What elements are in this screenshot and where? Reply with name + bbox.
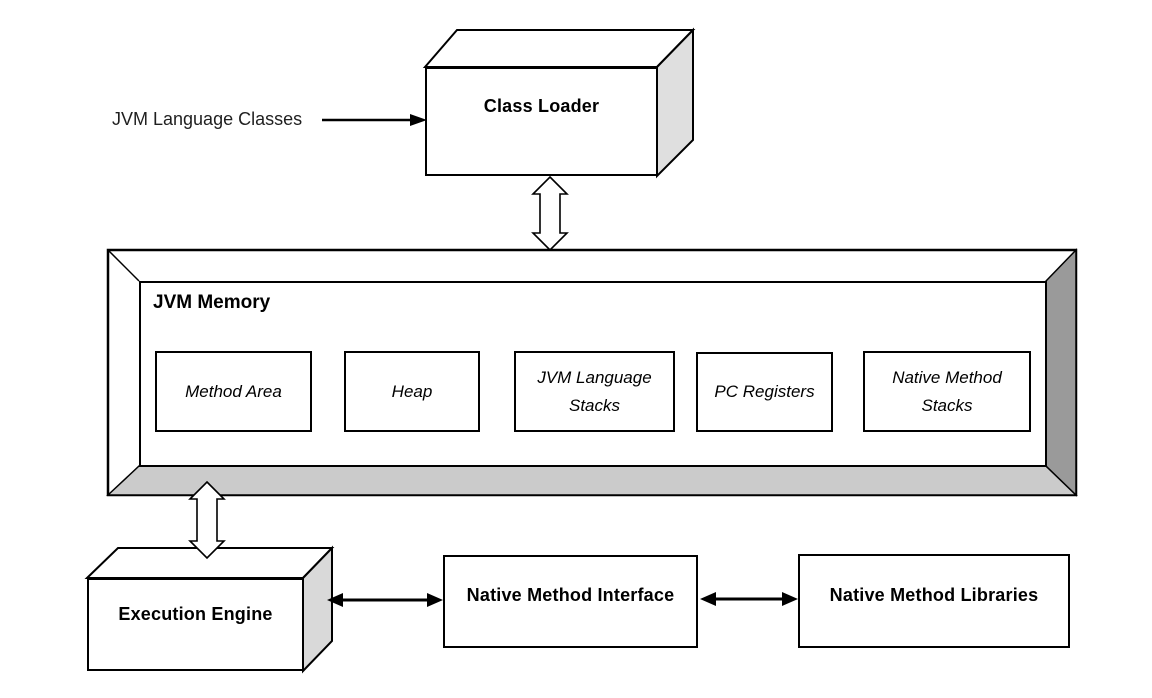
heap-label: Heap [391, 381, 433, 401]
execution-engine-box: Execution Engine [87, 578, 304, 671]
jvm-memory-frame-topleft-diagonal [107, 249, 140, 282]
class-loader-box: Class Loader [425, 67, 658, 176]
native-method-stacks-label: Native Method Stacks [892, 367, 1002, 415]
method-area-label: Method Area [185, 381, 282, 401]
jvm-language-stacks-box: JVM Language Stacks [514, 351, 675, 432]
pc-registers-label: PC Registers [714, 382, 815, 401]
native-method-interface-box: Native Method Interface [443, 555, 698, 648]
heap-box: Heap [344, 351, 480, 432]
jvm-language-classes-label: JVM Language Classes [112, 109, 303, 129]
jvm-language-stacks-label: JVM Language Stacks [537, 367, 652, 415]
jvm-memory-frame-right-strip [1045, 248, 1077, 497]
class-loader-top-face [422, 29, 696, 68]
method-area-box: Method Area [155, 351, 312, 432]
hollow-arrow-memory-engine [188, 480, 226, 560]
native-method-interface-label: Native Method Interface [466, 585, 675, 605]
arrow-engine-nmi-lefthead [327, 593, 343, 607]
arrow-nmi-nml-righthead [782, 592, 798, 606]
native-method-stacks-box: Native Method Stacks [863, 351, 1031, 432]
jvm-memory-frame-bottom-strip [106, 465, 1078, 496]
arrow-engine-nmi-righthead [427, 593, 443, 607]
hollow-arrow-classloader-memory [531, 175, 569, 252]
class-loader-label: Class Loader [483, 96, 600, 116]
pc-registers-box: PC Registers [696, 352, 833, 432]
jvm-memory-panel: JVM Memory Method Area Heap JVM Language… [139, 281, 1047, 467]
execution-engine-label: Execution Engine [118, 604, 273, 624]
native-method-libraries-box: Native Method Libraries [798, 554, 1070, 648]
arrow-nmi-nml-lefthead [700, 592, 716, 606]
input-arrow-head [410, 114, 427, 126]
native-method-libraries-label: Native Method Libraries [829, 584, 1039, 605]
jvm-memory-label: JVM Memory [153, 292, 271, 313]
